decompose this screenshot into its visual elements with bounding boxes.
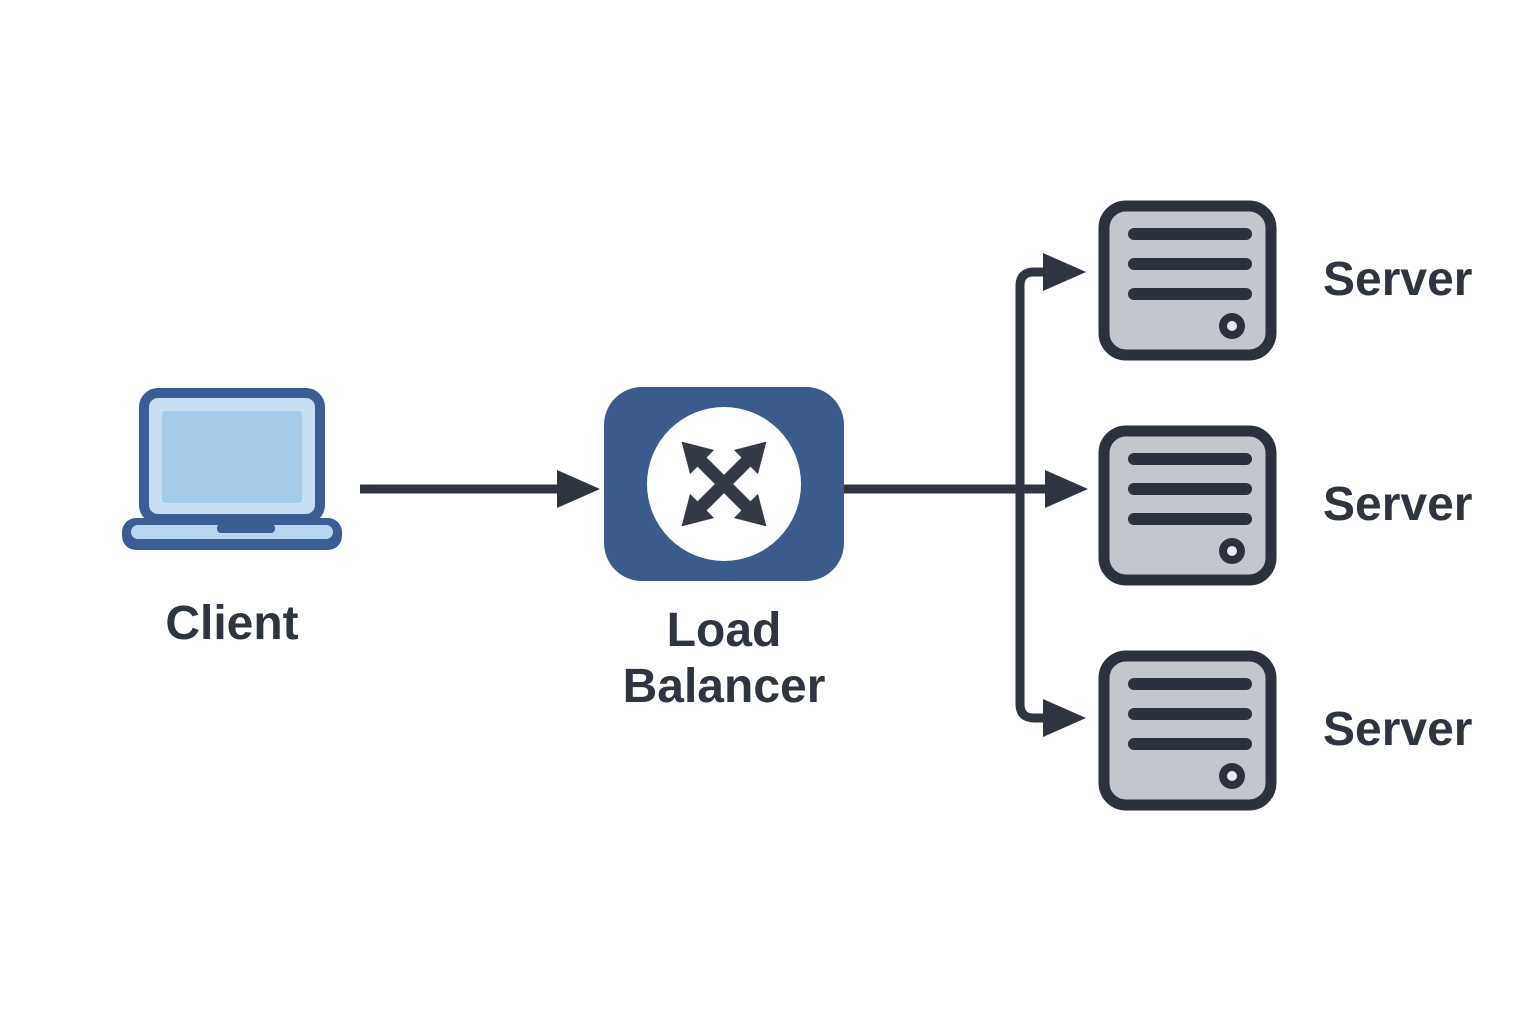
load-balancer-label: Load Balancer [622,604,826,714]
load-balancer-node: Load Balancer [594,387,854,715]
edge-lb-to-server-1 [1015,253,1086,489]
server-label: Server [1323,478,1473,532]
server-icon [1098,650,1277,811]
server-node-2: Server [1098,425,1472,586]
server-icon [1098,200,1277,361]
server-label: Server [1323,703,1473,757]
server-icon [1098,425,1277,586]
server-node-1: Server [1098,200,1472,361]
server-node-3: Server [1098,650,1472,811]
edge-client-to-lb [360,470,600,508]
client-label: Client [165,597,299,650]
client-node: Client [92,388,372,652]
crossed-arrows-icon [604,387,844,581]
laptop-icon [122,388,342,550]
server-label: Server [1323,253,1473,307]
edge-lb-to-server-3 [1015,489,1086,737]
edge-lb-to-server-2 [844,470,1088,508]
